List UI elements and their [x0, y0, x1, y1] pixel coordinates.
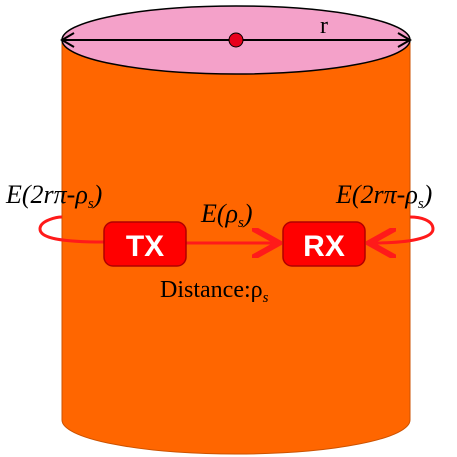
right-loop-arrow [372, 215, 435, 243]
left-loop-arrow [38, 215, 105, 244]
radius-label: r [320, 13, 328, 39]
distance-label: Distance:ρs [160, 277, 269, 306]
radius-right-arrowhead [397, 32, 412, 48]
left-loop-label: E(2rπ-ρs) [5, 180, 102, 212]
tx-node [103, 221, 187, 267]
tx-label: TX [126, 230, 164, 263]
cylinder-body [61, 39, 411, 455]
direct-path-label: E(ρs) [200, 199, 253, 231]
radius-left-arrowhead [60, 32, 75, 48]
center-dot [228, 32, 244, 48]
rx-node [282, 221, 366, 267]
right-loop-label: E(2rπ-ρs) [335, 180, 432, 212]
rx-label: RX [303, 230, 345, 263]
